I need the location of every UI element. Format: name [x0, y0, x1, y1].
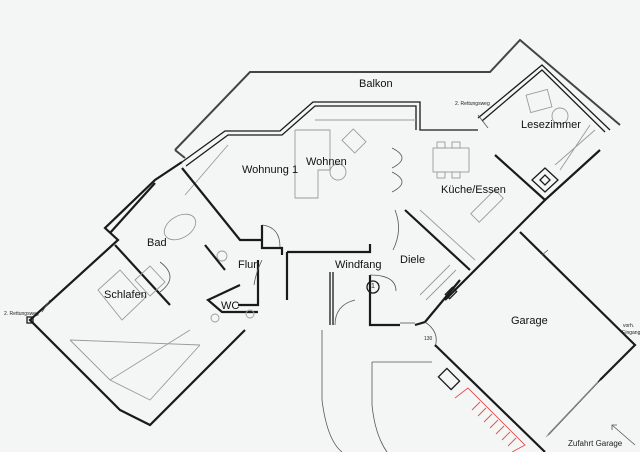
room-label-garage: Garage: [511, 315, 548, 327]
room-label-diele: Diele: [400, 254, 426, 266]
entrance-marker: 1: [371, 283, 375, 290]
room-label-windfang: Windfang: [335, 259, 382, 271]
lesezimmer-walls: [477, 64, 611, 202]
kueche-walls: [404, 141, 546, 301]
room-label-wohnung: Wohnung 1: [242, 164, 299, 176]
room-label-balkon: Balkon: [359, 78, 393, 90]
room-label-kueche: Küche/Essen: [441, 184, 506, 196]
door-width-label: 130: [424, 336, 433, 342]
wohnen-furniture: [294, 128, 367, 199]
zufahrt-arrow-icon: [611, 424, 636, 446]
stairs: [454, 387, 526, 452]
zufahrt-garage-label: Zufahrt Garage: [568, 439, 623, 448]
room-label-lesezimmer: Lesezimmer: [521, 119, 581, 131]
flur-wc-walls: [205, 224, 284, 323]
room-label-wohnen: Wohnen: [306, 156, 347, 168]
balcony-outline: [174, 38, 621, 151]
rettungsweg-arrow-icon: [477, 114, 489, 129]
rettungsweg-label-left: 2. Rettungsweg: [4, 311, 39, 317]
garage-walls: [434, 231, 637, 452]
windfang-diele-walls: [285, 209, 461, 348]
bad-schlafen-walls: [26, 161, 262, 427]
rettungsweg-arrow-icon: [41, 299, 51, 313]
room-label-wc: WC: [221, 300, 240, 312]
room-label-flur: Flur: [238, 259, 257, 271]
room-label-schlafen: Schlafen: [104, 289, 147, 301]
driveway-lines: [321, 330, 432, 452]
vorh-label: vorh.: [623, 323, 635, 329]
north-wall: [181, 101, 478, 196]
room-label-bad: Bad: [147, 237, 167, 249]
eingang-label: Eingang: [622, 330, 640, 336]
rettungsweg-label-top: 2. Rettungsweg: [455, 101, 490, 107]
